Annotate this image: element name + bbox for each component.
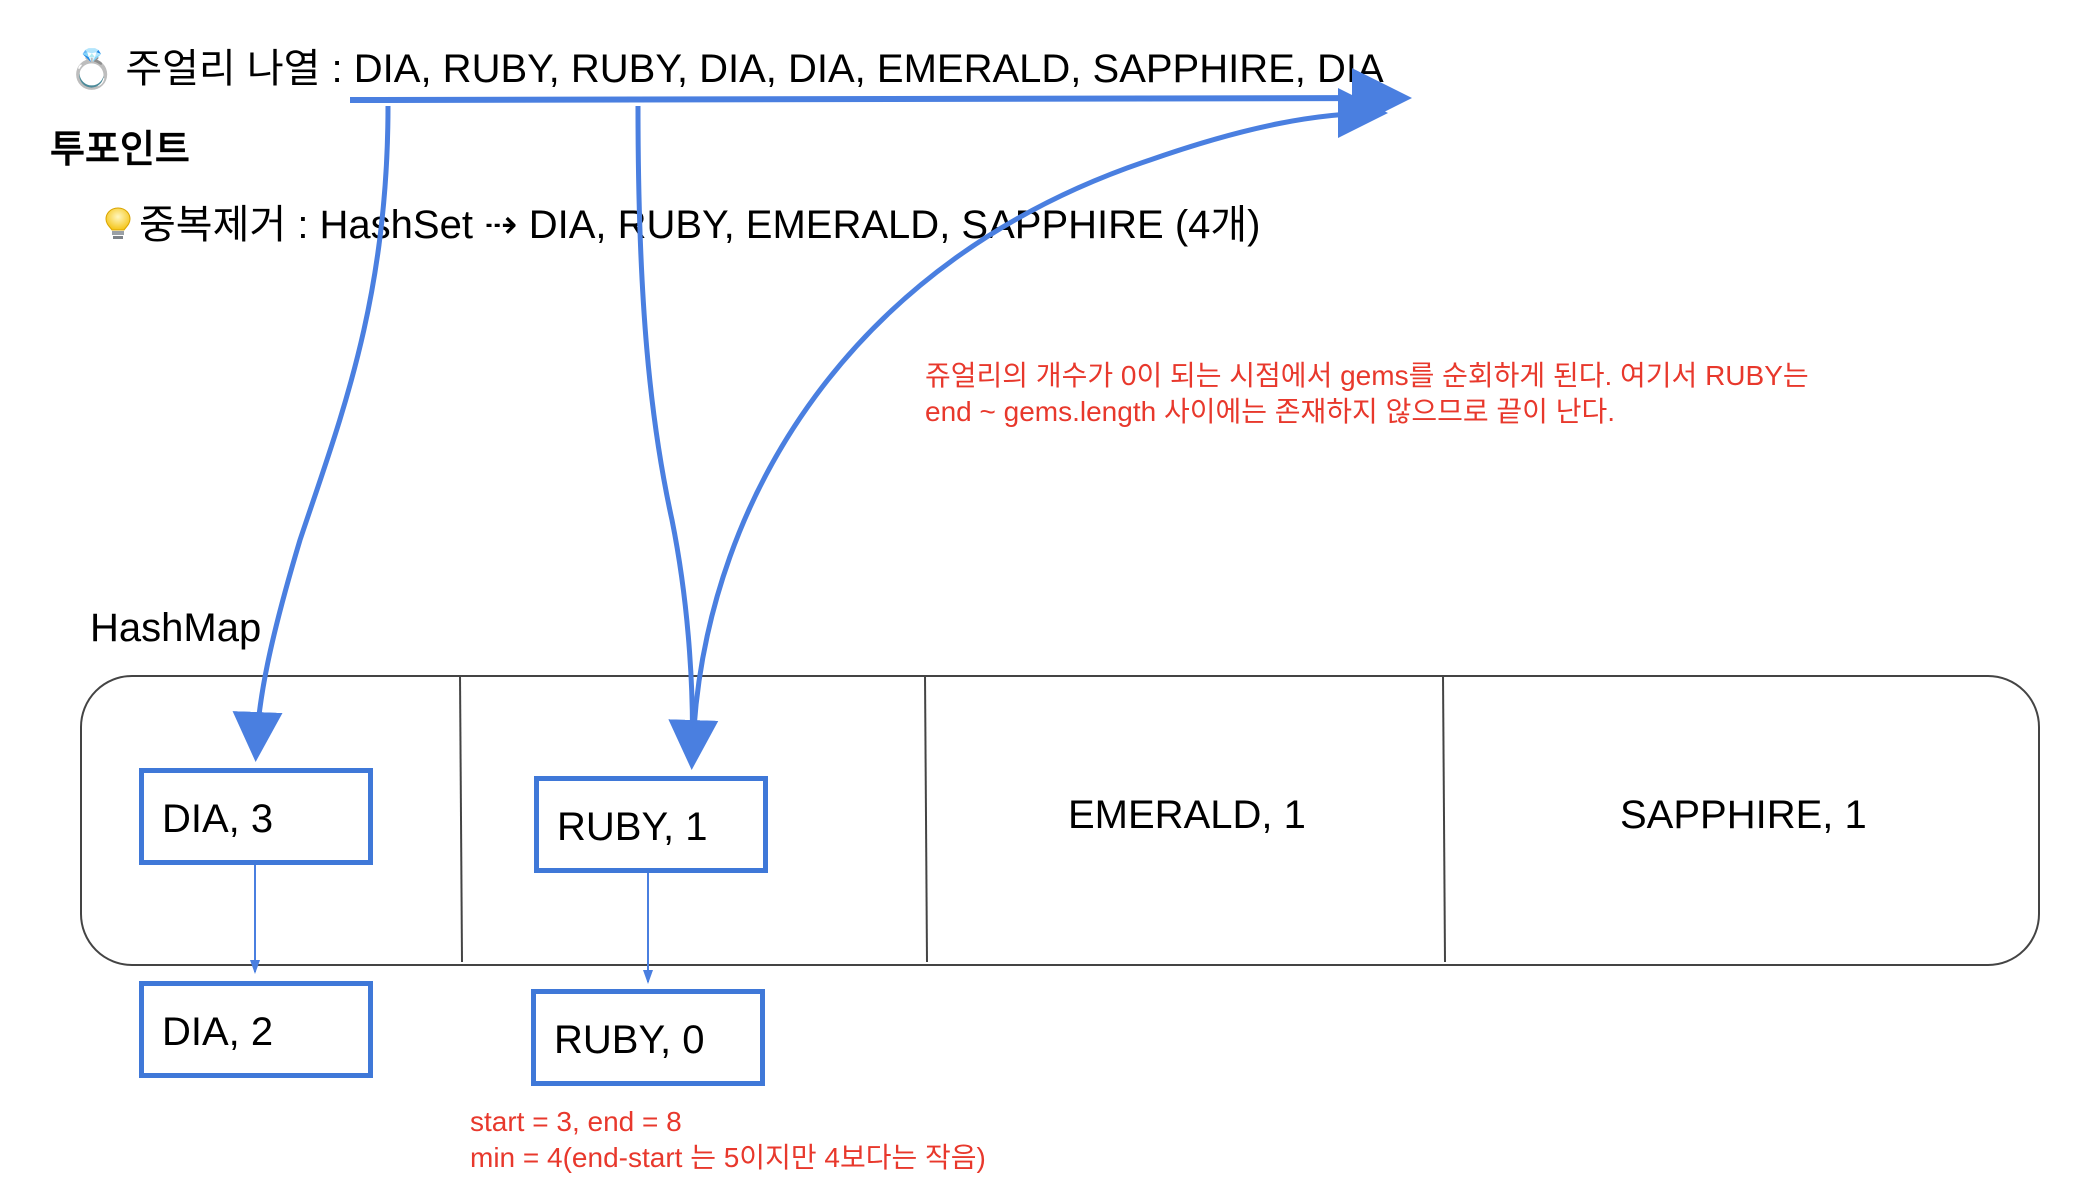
ruby-count-box: RUBY, 1 bbox=[534, 776, 768, 873]
dia-decremented-box: DIA, 2 bbox=[139, 981, 373, 1078]
jewelry-sequence-line: 💍주얼리 나열 : DIA, RUBY, RUBY, DIA, DIA, EME… bbox=[68, 36, 1384, 94]
lightbulb-icon bbox=[105, 207, 131, 239]
pointer-calc-note: start = 3, end = 8 min = 4(end-start 는 5… bbox=[470, 1104, 986, 1176]
ruby-decremented-box: RUBY, 0 bbox=[531, 989, 765, 1086]
hashmap-container bbox=[80, 675, 2040, 966]
calc-line-1: start = 3, end = 8 bbox=[470, 1106, 682, 1137]
jewelry-sequence-text: 주얼리 나열 : DIA, RUBY, RUBY, DIA, DIA, EMER… bbox=[125, 47, 1384, 91]
cell-divider-1 bbox=[459, 674, 463, 963]
annotation-line-2: end ~ gems.length 사이에는 존재하지 않으므로 끝이 난다. bbox=[925, 396, 1616, 427]
dedup-line: 중복제거 : HashSet ⇢ DIA, RUBY, EMERALD, SAP… bbox=[103, 192, 1261, 250]
dia-count-box: DIA, 3 bbox=[139, 768, 373, 865]
cell-divider-3 bbox=[1442, 674, 1446, 963]
sapphire-count-label: SAPPHIRE, 1 bbox=[1620, 793, 1867, 837]
section-title: 투포인트 bbox=[50, 127, 190, 171]
annotation-line-1: 쥬얼리의 개수가 0이 되는 시점에서 gems를 순회하게 된다. 여기서 R… bbox=[925, 360, 1809, 391]
dia-count-label: DIA, 3 bbox=[162, 797, 274, 841]
emerald-count-label: EMERALD, 1 bbox=[1068, 793, 1306, 837]
arrow-ruby-to-end bbox=[691, 88, 1388, 729]
hashmap-label: HashMap bbox=[90, 606, 262, 650]
cell-divider-2 bbox=[924, 674, 928, 963]
annotation-note: 쥬얼리의 개수가 0이 되는 시점에서 gems를 순회하게 된다. 여기서 R… bbox=[925, 358, 1809, 430]
sequence-arrow bbox=[349, 68, 1412, 129]
ruby-decremented-label: RUBY, 0 bbox=[554, 1018, 705, 1062]
ring-icon: 💍 bbox=[68, 49, 116, 91]
arrow-to-dia bbox=[232, 105, 391, 762]
calc-line-2: min = 4(end-start 는 5이지만 4보다는 작음) bbox=[470, 1142, 986, 1173]
ruby-count-label: RUBY, 1 bbox=[557, 805, 708, 849]
dia-decremented-label: DIA, 2 bbox=[162, 1010, 274, 1054]
arrow-to-ruby bbox=[635, 105, 719, 770]
dedup-text: 중복제거 : HashSet ⇢ DIA, RUBY, EMERALD, SAP… bbox=[139, 203, 1261, 247]
